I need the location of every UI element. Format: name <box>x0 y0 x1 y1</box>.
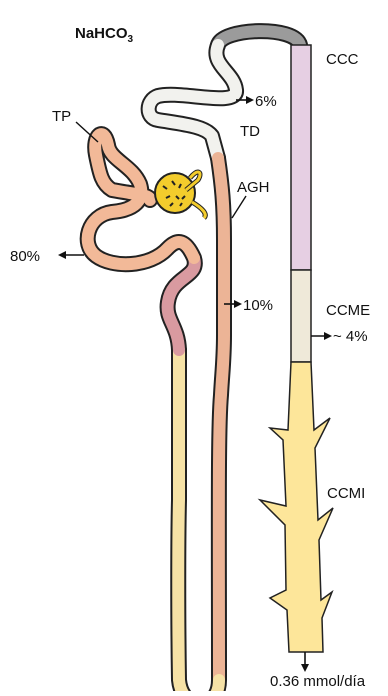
diagram-title: NaHCO3 <box>75 25 134 45</box>
thick-ascending-limb <box>218 158 224 680</box>
ccc-segment <box>291 45 311 270</box>
label-ccmi: CCMI <box>327 485 365 502</box>
label-ccme-percent: ~ 4% <box>333 328 368 345</box>
label-ccme: CCME <box>326 302 370 319</box>
label-tp: TP <box>52 108 71 125</box>
ccme-segment <box>291 270 311 362</box>
label-agh: AGH <box>237 179 270 196</box>
label-ccc: CCC <box>326 51 359 68</box>
nephron-tubule <box>88 31 300 691</box>
label-excretion: 0.36 mmol/día <box>270 673 366 690</box>
label-td: TD <box>240 123 260 140</box>
glomerulus <box>155 172 205 218</box>
label-agh-percent: 10% <box>243 297 273 314</box>
label-td-percent: 6% <box>255 93 277 110</box>
collecting-duct <box>260 45 333 652</box>
label-tp-percent: 80% <box>10 248 40 265</box>
ccmi-segment <box>260 362 333 652</box>
agh-pointer <box>232 196 246 218</box>
